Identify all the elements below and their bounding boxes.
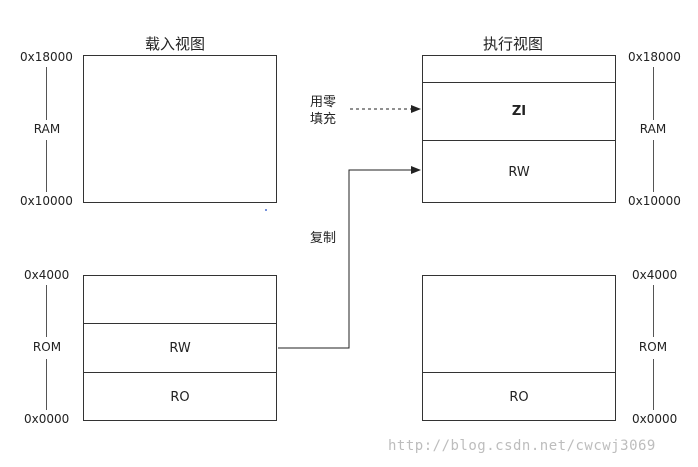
exec-rom-range-line-top — [653, 285, 654, 337]
exec-view-title: 执行视图 — [482, 35, 543, 53]
load-rom-range-line-bottom — [46, 359, 47, 410]
load-rom-block: RW RO — [83, 275, 277, 421]
load-ram-top-addr: 0x18000 — [20, 50, 73, 64]
load-ram-range-line-top — [46, 67, 47, 120]
exec-rom-bottom-addr: 0x0000 — [632, 412, 678, 426]
load-rom-label: ROM — [27, 338, 67, 356]
copy-label: 复制 — [310, 231, 337, 246]
load-rom-range-line-top — [46, 285, 47, 337]
exec-rom-range-line-bottom — [653, 359, 654, 410]
exec-ram-zi-segment: ZI — [423, 82, 615, 140]
zero-fill-label-line-2: 填充 — [310, 112, 337, 127]
load-ram-block — [83, 55, 277, 203]
exec-ram-rw-segment: RW — [423, 140, 615, 203]
exec-ram-range-line-bottom — [653, 140, 654, 192]
load-ram-range-line-bottom — [46, 140, 47, 192]
load-rom-top-addr: 0x4000 — [24, 268, 70, 282]
load-rom-rw-segment: RW — [84, 323, 276, 372]
zero-fill-label-line-1: 用零 — [310, 95, 337, 110]
exec-ram-range-line-top — [653, 67, 654, 120]
load-rom-ro-segment: RO — [84, 372, 276, 421]
load-view-title: 载入视图 — [144, 35, 205, 53]
stray-dot — [265, 209, 267, 211]
exec-ram-label: RAM — [633, 120, 673, 138]
copy-arrow — [278, 166, 421, 349]
exec-ram-bottom-addr: 0x10000 — [628, 194, 681, 208]
exec-rom-top-addr: 0x4000 — [632, 268, 678, 282]
exec-ram-top-addr: 0x18000 — [628, 50, 681, 64]
load-ram-bottom-addr: 0x10000 — [20, 194, 73, 208]
exec-rom-label: ROM — [633, 338, 673, 356]
load-rom-bottom-addr: 0x0000 — [24, 412, 70, 426]
watermark-text: http://blog.csdn.net/cwcwj3069 — [388, 438, 656, 454]
zero-fill-label: 用零 填充 — [310, 94, 336, 128]
load-ram-label: RAM — [27, 120, 67, 138]
exec-rom-block: RO — [422, 275, 616, 421]
exec-rom-ro-segment: RO — [423, 372, 615, 421]
exec-ram-block: ZI RW — [422, 55, 616, 203]
